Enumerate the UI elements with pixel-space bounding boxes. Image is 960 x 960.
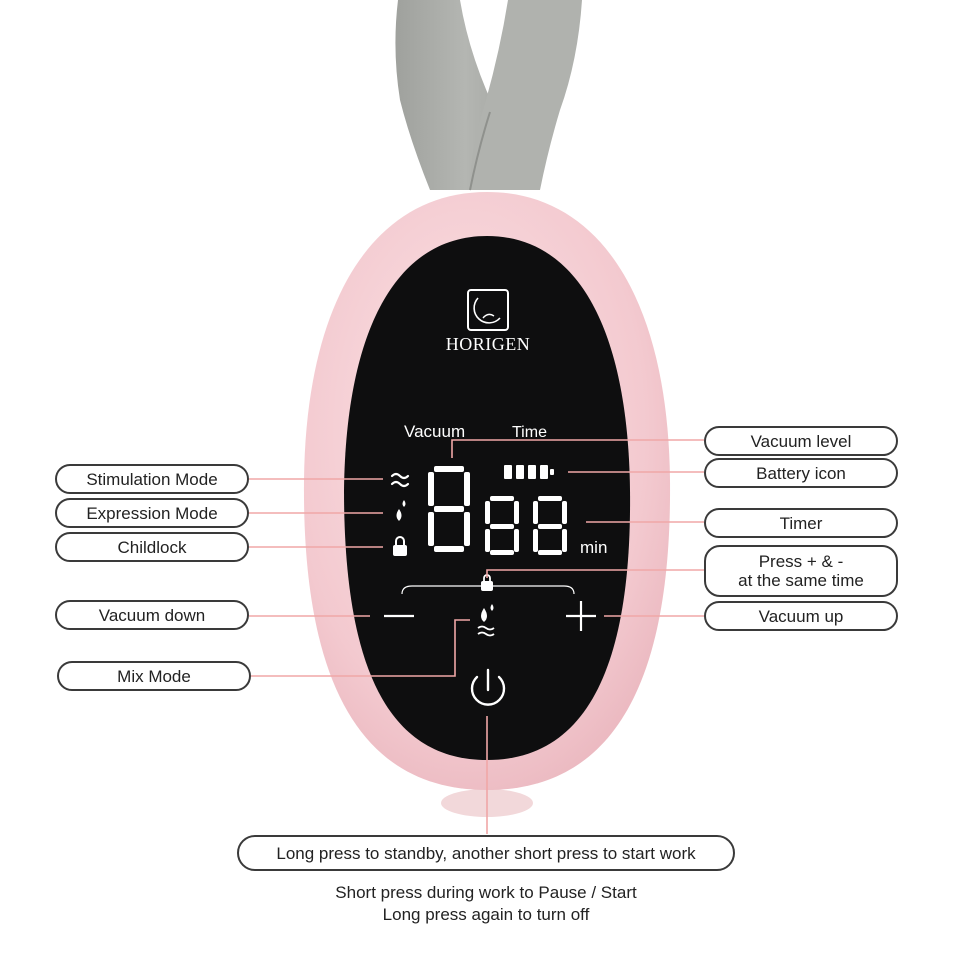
digit-vacuum (428, 466, 470, 552)
unit-label: min (580, 538, 608, 557)
callout-power-long-press: Long press to standby, another short pre… (237, 835, 735, 871)
callout-timer: Timer (704, 508, 898, 538)
callout-vacuum-up: Vacuum up (704, 601, 898, 631)
vacuum-label: Vacuum (404, 422, 466, 441)
callout-mix-mode: Mix Mode (57, 661, 251, 691)
callout-expression-mode: Expression Mode (55, 498, 249, 528)
callout-press-both: Press + & - at the same time (704, 545, 898, 597)
plus-icon[interactable] (566, 601, 596, 631)
mix-mode-icon[interactable] (477, 604, 495, 637)
press-both-line1: Press + & - (758, 552, 844, 571)
digit-timer-2 (533, 496, 567, 555)
power-icon[interactable] (470, 668, 506, 706)
strap (395, 0, 582, 191)
battery-icon (504, 465, 554, 479)
brand-logo-icon (467, 289, 509, 331)
leader-lines (249, 439, 704, 834)
droplets-icon (396, 500, 406, 521)
callout-vacuum-down: Vacuum down (55, 600, 249, 630)
digit-timer-1 (485, 496, 519, 555)
wave-icon (390, 472, 410, 488)
callout-vacuum-level: Vacuum level (704, 426, 898, 456)
display-screen (344, 236, 631, 760)
note-line2: Long press again to turn off (382, 905, 590, 924)
brand-name: HORIGEN (445, 334, 531, 354)
note-line1: Short press during work to Pause / Start (335, 883, 637, 902)
callout-battery-icon: Battery icon (704, 458, 898, 488)
seven-segment-display (428, 466, 567, 555)
press-both-line2: at the same time (738, 571, 864, 590)
lock-icon (393, 536, 407, 556)
callout-stimulation-mode: Stimulation Mode (55, 464, 249, 494)
time-label: Time (512, 424, 547, 441)
callout-childlock: Childlock (55, 532, 249, 562)
